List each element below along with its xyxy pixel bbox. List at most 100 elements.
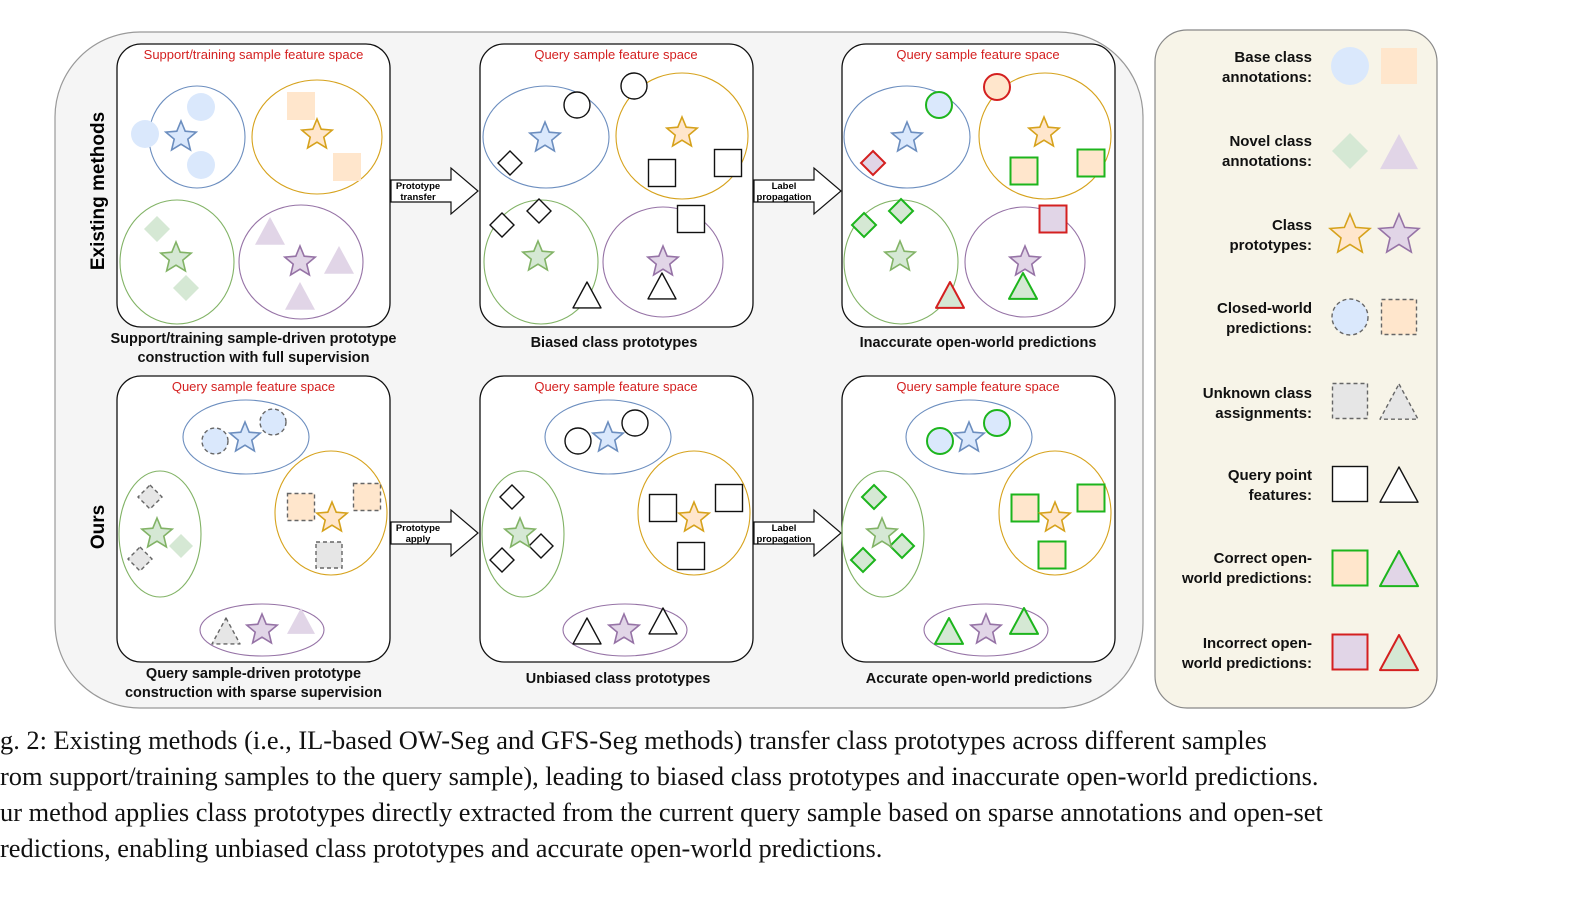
point-square [1076, 483, 1106, 513]
prototype-star [1026, 114, 1062, 148]
legend-label: assignments: [1215, 405, 1312, 422]
legend-label: Query point [1228, 467, 1312, 484]
legend-label: features: [1249, 487, 1312, 504]
point-square [1381, 48, 1417, 84]
point-diamond [860, 483, 888, 511]
legend-label: Closed-world [1217, 300, 1312, 317]
panel-title: Query sample feature space [896, 379, 1059, 394]
panel-caption: Query sample-driven prototype [146, 666, 361, 682]
point-diamond [137, 484, 163, 510]
caption-line: g. 2: Existing methods (i.e., IL-based O… [0, 725, 1267, 755]
row-label-ours: Ours [88, 505, 109, 549]
point-triangle [1009, 607, 1039, 635]
point-square [287, 92, 315, 120]
legend-label: annotations: [1222, 153, 1312, 170]
panel-support-existing: Support/training sample feature space [116, 43, 391, 328]
point-triangle [324, 246, 354, 274]
legend-label: Class [1272, 217, 1312, 234]
panel-caption: Support/training sample-driven prototype [111, 331, 397, 347]
panel-inaccurate-existing: Query sample feature space [841, 43, 1116, 328]
panel-title: Query sample feature space [896, 47, 1059, 62]
point-circle [201, 427, 229, 455]
caption-line: rom support/training samples to the quer… [0, 761, 1319, 791]
prototype-star [163, 118, 199, 152]
point-triangle [935, 281, 965, 309]
point-square [1037, 540, 1067, 570]
arrow-prototype-apply: Prototype apply [390, 508, 479, 558]
point-square [1331, 549, 1369, 587]
point-diamond [144, 216, 170, 242]
point-diamond [489, 212, 515, 238]
panel-biased-existing: Query sample feature space [479, 43, 754, 328]
class-cluster [602, 206, 724, 318]
point-diamond [169, 534, 193, 558]
prototype-star [951, 419, 987, 453]
row-label-existing: Existing methods [88, 112, 109, 270]
prototype-star [527, 119, 563, 153]
class-cluster [482, 85, 610, 189]
point-diamond [849, 546, 877, 574]
prototype-star [282, 243, 318, 277]
prototype-star [645, 243, 681, 277]
panel-caption: Inaccurate open-world predictions [860, 335, 1097, 351]
legend-label: prototypes: [1230, 237, 1313, 254]
prototype-star [1007, 243, 1043, 277]
class-cluster [964, 206, 1086, 318]
arrow-label-propagation-bottom: Label propagation [753, 508, 842, 558]
point-square [352, 482, 382, 512]
svg-text:Label: Label [772, 181, 797, 192]
point-circle [926, 427, 954, 455]
point-circle [621, 409, 649, 437]
point-triangle [287, 608, 315, 634]
class-cluster [238, 204, 364, 320]
prototype-star [502, 515, 538, 549]
class-cluster [483, 199, 599, 325]
point-circle [564, 427, 592, 455]
point-circle [563, 91, 591, 119]
prototype-star [520, 238, 556, 272]
panel-title: Query sample feature space [534, 379, 697, 394]
point-triangle [1379, 550, 1419, 588]
point-square [1331, 382, 1369, 420]
point-circle [983, 409, 1011, 437]
panel-accurate-ours: Query sample feature space [841, 375, 1116, 663]
point-triangle [1379, 466, 1419, 503]
svg-text:transfer: transfer [400, 192, 436, 203]
class-cluster [118, 470, 202, 598]
point-diamond [1332, 133, 1368, 169]
panel-caption: construction with sparse supervision [125, 685, 382, 701]
panel-caption: Accurate open-world predictions [866, 671, 1092, 687]
point-square [714, 483, 744, 513]
class-cluster [251, 79, 383, 195]
point-square [1076, 148, 1106, 178]
class-cluster [998, 450, 1112, 576]
point-square [676, 204, 706, 234]
prototype-star [244, 611, 280, 645]
point-triangle [1379, 634, 1419, 672]
point-square [1010, 493, 1040, 523]
point-diamond [850, 211, 878, 239]
point-triangle [572, 617, 602, 645]
point-square [1009, 156, 1039, 186]
point-triangle [934, 617, 964, 645]
point-circle [259, 408, 287, 436]
legend-box [1154, 29, 1438, 709]
point-circle [187, 151, 215, 179]
svg-text:propagation: propagation [757, 192, 812, 203]
legend-label: Base class [1234, 49, 1312, 66]
point-diamond [127, 546, 153, 572]
class-cluster [841, 470, 925, 598]
class-cluster [562, 603, 688, 657]
class-cluster [119, 199, 235, 325]
legend-label: world predictions: [1181, 655, 1312, 672]
point-square [1331, 465, 1369, 503]
point-circle [1331, 298, 1369, 336]
legend-label: Novel class [1229, 133, 1312, 150]
point-square [1038, 204, 1068, 234]
point-square [1331, 633, 1369, 671]
prototype-star [864, 515, 900, 549]
svg-text:propagation: propagation [757, 534, 812, 545]
class-cluster [923, 603, 1049, 657]
arrow-label-propagation-top: Label propagation [753, 166, 842, 216]
point-square [648, 493, 678, 523]
